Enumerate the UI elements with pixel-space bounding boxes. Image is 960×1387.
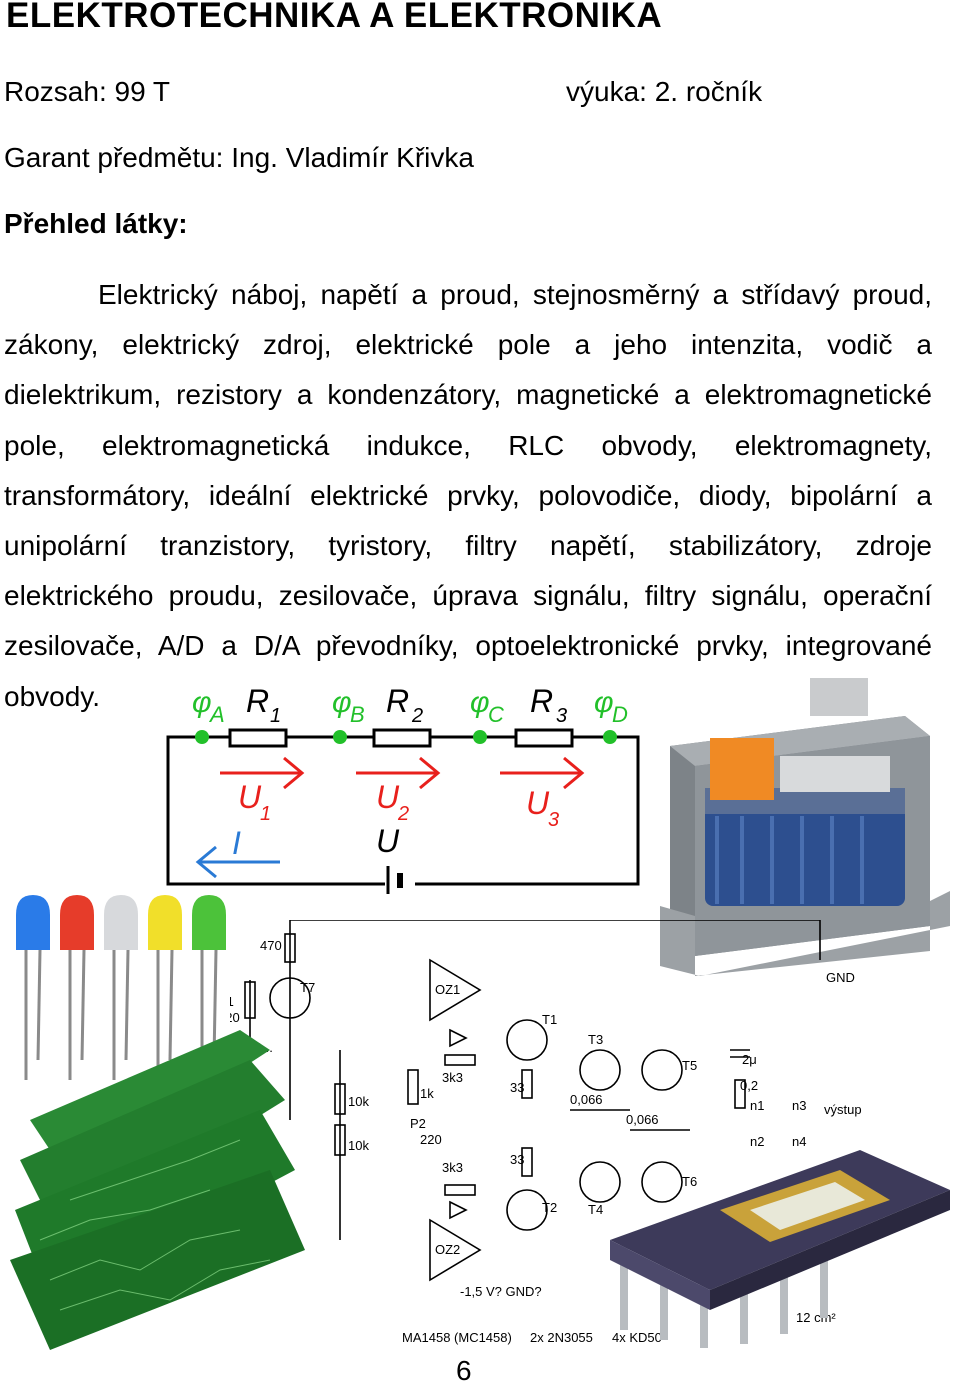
label-p1: P1 (230, 994, 234, 1009)
u1-label: U (238, 779, 262, 815)
overview-heading: Přehled látky: (4, 208, 188, 239)
label-gnd: GND (826, 970, 855, 985)
r2-label: R (386, 683, 409, 719)
overview-paragraph: Elektrický náboj, napětí a proud, stejno… (4, 279, 932, 712)
u3-sub: 3 (548, 809, 559, 831)
label-470: 470 (260, 938, 282, 953)
resistor-r1 (228, 728, 288, 748)
terminal-block-orange (710, 738, 774, 800)
label-oz2: OZ2 (435, 1242, 460, 1257)
phi-b-sub: B (350, 702, 365, 727)
label-33-b: 33 (510, 1152, 524, 1167)
label-0-2: 0,2 (740, 1078, 758, 1093)
label-t3: T3 (588, 1032, 603, 1047)
resistor-r3 (514, 728, 574, 748)
r3-label: R (530, 683, 553, 719)
phi-b-label: φ (332, 686, 352, 719)
label-t2: T2 (542, 1200, 557, 1215)
label-ic: MA1458 (MC1458) (402, 1330, 512, 1345)
label-p1-value: 220 (230, 1010, 240, 1025)
node-c (473, 730, 487, 744)
label-n1: n1 (750, 1098, 764, 1113)
label-n3: n3 (792, 1098, 806, 1113)
phi-d-label: φ (594, 686, 614, 719)
led-red (60, 895, 94, 950)
transformer-image (660, 678, 950, 976)
guarantor-text: Garant předmětu: Ing. Vladimír Křivka (4, 142, 474, 173)
led-green (192, 895, 226, 950)
r2-sub: 2 (411, 705, 423, 727)
label-p2: P2 (410, 1116, 426, 1131)
scope-text: Rozsah: 99 T (4, 76, 171, 107)
label-transistors: 2x 2N3055 (530, 1330, 593, 1345)
label-0066-a: 0,066 (570, 1092, 603, 1107)
label-3k3-b: 3k3 (442, 1160, 463, 1175)
led-blue (16, 895, 50, 950)
label-33-a: 33 (510, 1080, 524, 1095)
label-neg-supply: -1,5 V? GND? (460, 1284, 542, 1299)
series-circuit-diagram: φ A φ B φ C φ D R 1 R 2 R 3 U 1 U 2 U 3 … (166, 683, 640, 898)
u2-sub: 2 (397, 803, 409, 825)
current-arrow (195, 845, 280, 879)
current-label: I (232, 825, 241, 861)
voltage-arrows (220, 756, 585, 790)
label-2u: 2μ (742, 1052, 757, 1067)
page-number: 6 (456, 1355, 472, 1386)
phi-d-sub: D (612, 702, 628, 727)
ic-chip-image (610, 1150, 950, 1348)
label-vystup: výstup (824, 1102, 862, 1117)
node-d (603, 730, 617, 744)
phi-a-label: φ (192, 686, 212, 719)
label-p2-value: 220 (420, 1132, 442, 1147)
label-0066-b: 0,066 (626, 1112, 659, 1127)
label-t7: T7 (300, 980, 315, 995)
r1-sub: 1 (270, 705, 281, 727)
label-t5: T5 (682, 1058, 697, 1073)
source-voltage-label: U (376, 823, 400, 859)
u1-sub: 1 (260, 803, 271, 825)
label-kd: 4x KD50 (612, 1330, 662, 1345)
phi-c-label: φ (470, 686, 490, 719)
label-1k: 1k (420, 1086, 434, 1101)
label-10k-a: 10k (348, 1094, 369, 1109)
node-b (333, 730, 347, 744)
r1-label: R (246, 683, 269, 719)
year-text: výuka: 2. ročník (566, 76, 763, 107)
r3-sub: 3 (556, 705, 567, 727)
label-t1: T1 (542, 1012, 557, 1027)
phi-a-sub: A (208, 702, 225, 727)
label-t6: T6 (682, 1174, 697, 1189)
node-a (195, 730, 209, 744)
amplifier-schematic: 470 T7 P1 220 BC... OZ1 OZ2 T1 T2 T3 T4 … (230, 920, 862, 1345)
led-yellow (148, 895, 182, 950)
u3-label: U (526, 785, 550, 821)
leds-image (16, 895, 226, 1080)
led-white (104, 895, 138, 950)
document-title: ELEKTROTECHNIKA A ELEKTRONIKA (6, 0, 663, 35)
label-n4: n4 (792, 1134, 806, 1149)
resistor-r2 (372, 728, 432, 748)
label-oz1: OZ1 (435, 982, 460, 997)
u2-label: U (376, 779, 400, 815)
pcb-boards-image (10, 1030, 305, 1350)
label-t4: T4 (588, 1202, 603, 1217)
label-n2: n2 (750, 1134, 764, 1149)
label-3k3-a: 3k3 (442, 1070, 463, 1085)
phi-c-sub: C (488, 702, 504, 727)
label-10k-b: 10k (348, 1138, 369, 1153)
